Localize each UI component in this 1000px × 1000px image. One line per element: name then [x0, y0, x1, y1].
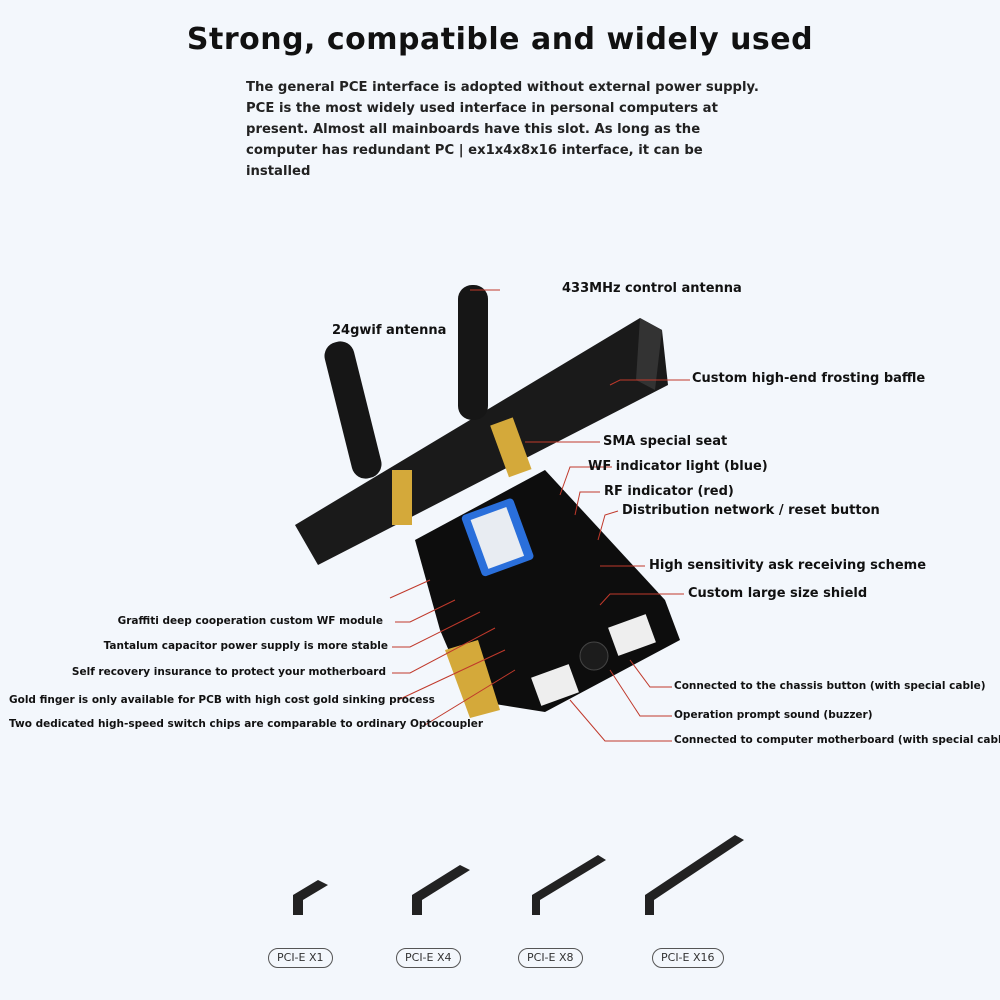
- slot-icons: [293, 835, 744, 915]
- intro-paragraph: The general PCE interface is adopted wit…: [246, 80, 759, 179]
- label-baffle: Custom high-end frosting baffle: [692, 371, 926, 386]
- label-24g-antenna: 24gwif antenna: [332, 323, 447, 338]
- label-reset-button: Distribution network / reset button: [622, 503, 880, 518]
- label-motherboard-connector: Connected to computer motherboard (with …: [674, 734, 1000, 746]
- slot-label-x1: PCI-E X1: [268, 948, 333, 968]
- connector-motherboard: [531, 664, 579, 706]
- buzzer: [579, 641, 609, 671]
- label-sma-seat: SMA special seat: [603, 434, 728, 449]
- connector-chassis: [608, 614, 656, 656]
- label-wf-indicator: WF indicator light (blue): [588, 459, 768, 474]
- bracket-baffle: [295, 318, 668, 565]
- label-fuse: Self recovery insurance to protect your …: [71, 666, 386, 678]
- label-tantalum: Tantalum capacitor power supply is more …: [103, 640, 388, 652]
- label-shield: Custom large size shield: [688, 586, 868, 601]
- label-ask-receiver: High sensitivity ask receiving scheme: [649, 558, 927, 573]
- label-rf-indicator: RF indicator (red): [604, 484, 734, 499]
- gold-fingers: [445, 640, 500, 718]
- page-title: Strong, compatible and widely used: [186, 22, 814, 57]
- label-433mhz-antenna: 433MHz control antenna: [562, 281, 742, 296]
- slot-label-x16: PCI-E X16: [652, 948, 724, 968]
- label-wf-module: Graffiti deep cooperation custom WF modu…: [117, 615, 383, 627]
- slot-label-x4: PCI-E X4: [396, 948, 461, 968]
- label-switch-chips: Two dedicated high-speed switch chips ar…: [9, 718, 484, 730]
- slot-x16: [645, 835, 744, 915]
- label-buzzer: Operation prompt sound (buzzer): [674, 709, 873, 721]
- antenna-24g: [324, 341, 412, 525]
- label-gold-finger: Gold finger is only available for PCB wi…: [9, 694, 435, 706]
- slot-x1: [293, 880, 328, 915]
- slot-label-x8: PCI-E X8: [518, 948, 583, 968]
- slot-x8: [532, 855, 606, 915]
- label-chassis-connector: Connected to the chassis button (with sp…: [674, 680, 986, 692]
- antenna-433mhz: [458, 285, 532, 478]
- slot-x4: [412, 865, 470, 915]
